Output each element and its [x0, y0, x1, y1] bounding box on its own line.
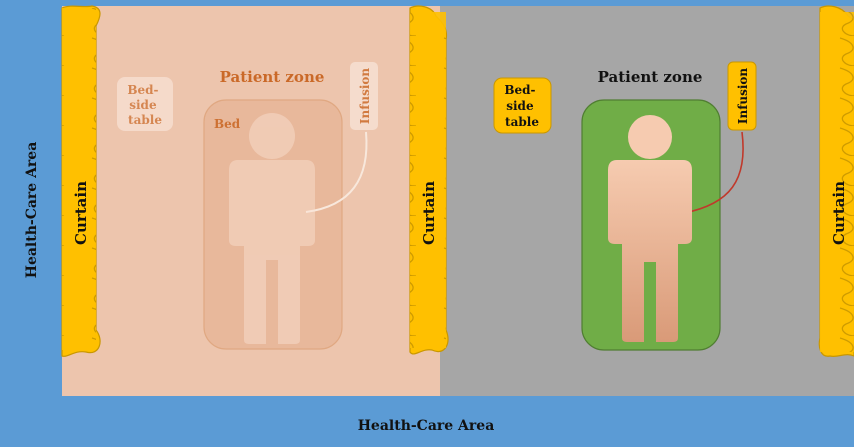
- infusion-label-right: Infusion: [736, 68, 750, 125]
- curtain-right: [818, 5, 854, 358]
- bedside-table-label-left: Bed- side table: [127, 83, 162, 127]
- health-care-area-label-bottom: Health-Care Area: [358, 418, 495, 434]
- curtain-label-left: Curtain: [72, 181, 90, 245]
- patient-left: [229, 113, 315, 344]
- patient-zone-label-right: Patient zone: [598, 68, 703, 86]
- curtain-label-middle: Curtain: [420, 181, 438, 245]
- bedside-table-label-left-line2: side: [129, 98, 157, 112]
- infusion-bag-right: [727, 61, 757, 131]
- bedside-table-left: [117, 77, 173, 131]
- bedside-table-label-left-line3: table: [128, 113, 162, 127]
- patient-right: [608, 115, 692, 342]
- bedside-table-label-right: Bed- side table: [504, 83, 539, 129]
- curtain-middle: [409, 5, 449, 355]
- bedside-table-label-right-line2: side: [506, 99, 534, 113]
- infusion-bag-left: [350, 62, 378, 130]
- bedside-table-label-left-line1: Bed-: [127, 83, 158, 97]
- patient-zone-label-left: Patient zone: [220, 68, 325, 86]
- bedside-table-label-right-line1: Bed-: [504, 83, 535, 97]
- right-room-contents: Patient zone Bed- side table Infusion: [493, 61, 757, 351]
- infusion-line-right: [683, 131, 744, 214]
- left-room-contents: Patient zone Bed- side table Bed Infusio…: [117, 62, 378, 350]
- infusion-line-left: [305, 131, 368, 213]
- bed-label-left: Bed: [214, 117, 241, 131]
- bedside-table-label-right-line3: table: [505, 115, 539, 129]
- infusion-label-left: Infusion: [358, 68, 372, 125]
- bedside-table-right: [493, 77, 552, 134]
- curtain-left: [61, 5, 101, 357]
- health-care-area-label-left: Health-Care Area: [24, 142, 40, 279]
- curtain-label-right: Curtain: [830, 181, 848, 245]
- bed-left: [203, 99, 343, 350]
